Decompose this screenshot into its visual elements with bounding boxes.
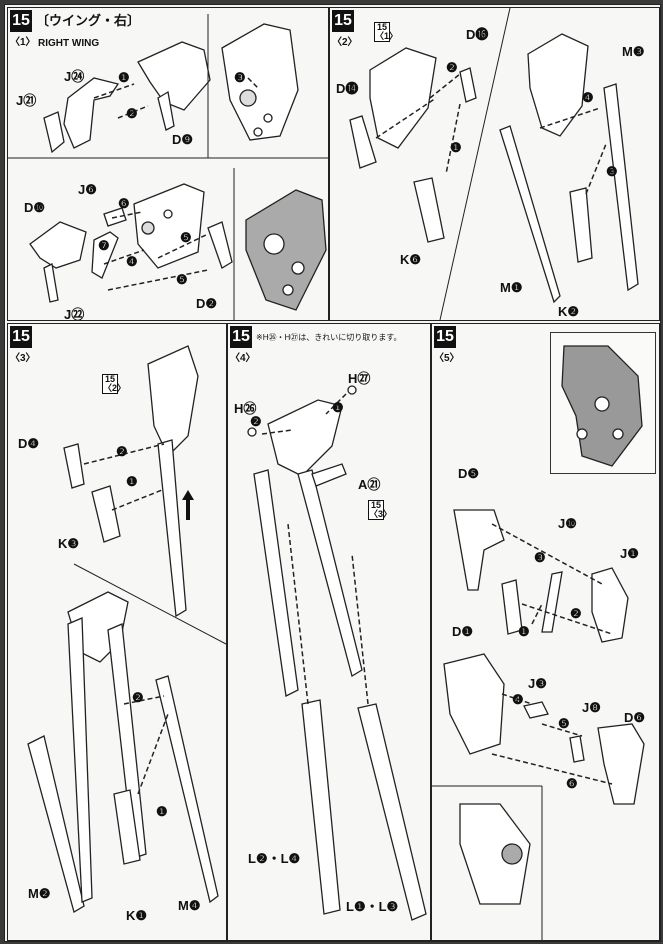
- label-d6: D❻: [624, 710, 646, 725]
- step-4-marker: ❹: [126, 254, 138, 269]
- instruction-sheet: 15 〈1〉 〔ウイング・右〕 RIGHT WING: [4, 4, 661, 942]
- label-d9: D❾: [172, 132, 194, 147]
- step-3-marker: ❸: [606, 164, 618, 179]
- step-number: 15: [332, 10, 354, 32]
- label-j1: J❶: [620, 546, 639, 561]
- label-d10: D❿: [24, 200, 46, 215]
- step-1-marker: ❶: [118, 70, 130, 85]
- label-l2-l4: L❷・L❹: [248, 851, 301, 866]
- step-5b-marker: ❺: [180, 230, 192, 245]
- panel-15-4: 15 〈4〉 ※H㉖・H㉗は、きれいに切り取ります。 15〈3〉: [227, 323, 431, 941]
- sub-step-number: 〈5〉: [434, 353, 460, 364]
- cutting-note: ※H㉖・H㉗は、きれいに切り取ります。: [256, 333, 402, 342]
- step-2-marker: ❷: [250, 414, 262, 429]
- label-m3: M❸: [622, 44, 645, 59]
- label-h27: H㉗: [348, 371, 371, 386]
- label-d1: D❶: [452, 624, 474, 639]
- label-a21: A㉑: [358, 477, 381, 492]
- step-1-marker: ❶: [518, 624, 530, 639]
- sub-step-number: 〈4〉: [230, 353, 256, 364]
- label-j22: J㉒: [64, 307, 85, 321]
- sub-step-number: 〈3〉: [10, 353, 36, 364]
- label-j24: J㉔: [64, 69, 85, 84]
- panel-3-artwork: [27, 345, 226, 913]
- label-j21: J㉑: [16, 93, 37, 108]
- step-7-marker: ❼: [98, 238, 110, 253]
- label-k3: K❸: [58, 536, 80, 551]
- step-6-marker: ❻: [566, 776, 578, 791]
- step-3-marker: ❸: [234, 70, 246, 85]
- panel-4-artwork: [247, 385, 427, 921]
- step-5-marker: ❺: [558, 716, 570, 731]
- step-2-marker: ❷: [116, 444, 128, 459]
- label-k6: K❻: [400, 252, 422, 267]
- label-d4: D❹: [18, 436, 40, 451]
- label-d16: D⓰: [466, 27, 489, 42]
- label-d2: D❷: [196, 296, 218, 311]
- panel-15-5: 15 〈5〉: [431, 323, 660, 941]
- label-h26: H㉖: [234, 401, 257, 416]
- step-1-marker: ❶: [450, 140, 462, 155]
- sub-step-number: 〈2〉: [332, 37, 358, 48]
- label-d14: D⓮: [336, 81, 359, 96]
- panel-15-2: 15 〈2〉 15〈1〉 D: [329, 7, 660, 321]
- step-1-marker: ❶: [332, 400, 344, 415]
- label-d5: D❺: [458, 466, 480, 481]
- ref-step-15-1: 15〈1〉: [374, 22, 399, 42]
- step-number: 15: [10, 326, 32, 348]
- step-2-marker: ❷: [446, 60, 458, 75]
- step-number: 15: [434, 326, 456, 348]
- panel-1-artwork: [8, 14, 328, 320]
- step-number: 15: [10, 10, 32, 32]
- label-l1-l3: L❶・L❸: [346, 899, 399, 914]
- step-4-marker: ❹: [582, 90, 594, 105]
- step-1b-marker: ❶: [156, 804, 168, 819]
- section-subtitle: RIGHT WING: [38, 38, 100, 49]
- section-title: 〔ウイング・右〕: [36, 13, 141, 28]
- step-4-marker: ❹: [512, 692, 524, 707]
- ref-step-15-2: 15〈2〉: [102, 374, 127, 394]
- step-1-marker: ❶: [126, 474, 138, 489]
- label-k2: K❷: [558, 304, 580, 319]
- step-6-marker: ❻: [118, 196, 130, 211]
- step-2-marker: ❷: [570, 606, 582, 621]
- label-k1: K❶: [126, 908, 148, 923]
- step-5-marker: ❺: [176, 272, 188, 287]
- ref-step-15-3: 15〈3〉: [368, 500, 393, 520]
- panel-15-1: 15 〈1〉 〔ウイング・右〕 RIGHT WING: [7, 7, 329, 321]
- panel-2-artwork: [349, 8, 639, 320]
- label-j6: J❻: [78, 182, 97, 197]
- label-m4: M❹: [178, 898, 201, 913]
- label-j8: J❽: [582, 700, 601, 715]
- step-2-marker: ❷: [126, 106, 138, 121]
- label-m2: M❷: [28, 886, 51, 901]
- sub-step-number: 〈1〉: [10, 37, 36, 48]
- step-3-marker: ❸: [534, 550, 546, 565]
- panel-15-3: 15 〈3〉 15〈2〉: [7, 323, 227, 941]
- step-2b-marker: ❷: [132, 690, 144, 705]
- label-j10: J❿: [558, 516, 577, 531]
- label-j3: J❸: [528, 676, 547, 691]
- label-m1: M❶: [500, 280, 523, 295]
- panel-5-artwork: [432, 345, 645, 940]
- step-number: 15: [230, 326, 252, 348]
